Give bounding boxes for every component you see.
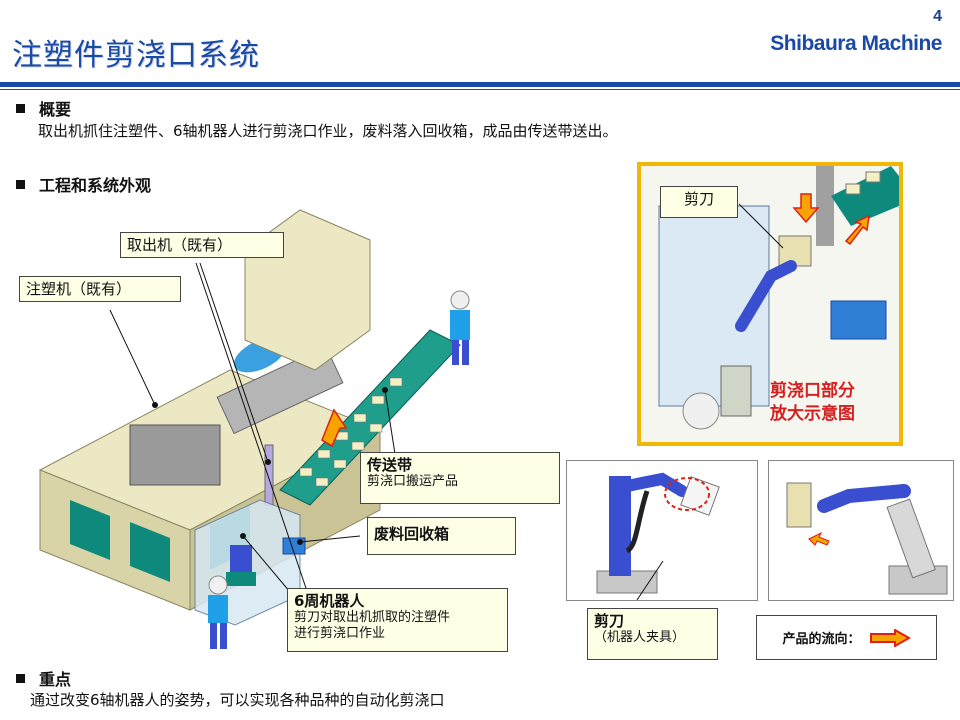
robot-body [230, 545, 252, 577]
system-illustration [38, 209, 470, 649]
callout-robot: 6周机器人 剪刀对取出机抓取的注塑件 进行剪浇口作业 [287, 588, 508, 652]
callout-scissors-tool-sub: （机器人夹具） [594, 630, 686, 645]
zoom-conveyor [831, 166, 899, 226]
overview-heading: 概要 [16, 96, 71, 120]
molded-part-right [786, 482, 812, 528]
robot-photo-left [566, 460, 758, 601]
flow-arrow-icon [869, 628, 911, 647]
machine-window-1 [70, 500, 110, 560]
takeout-arm [264, 444, 274, 506]
key-points-body: 通过改变6轴机器人的姿势，可以实现各种品种的自动化剪浇口 [30, 691, 445, 709]
operator-figure-left [208, 575, 228, 649]
zoom-down-arrow [792, 193, 820, 224]
robot-arm-right [817, 484, 911, 513]
robot-arm-left [621, 472, 688, 497]
bullet-square-icon [16, 180, 25, 189]
leader-dots [152, 387, 388, 545]
callout-conveyor-sub: 剪浇口搬运产品 [367, 474, 459, 489]
zoom-molded-part [778, 235, 812, 267]
process-heading-text: 工程和系统外观 [39, 176, 152, 195]
cut-arrow-icon [808, 531, 830, 546]
callout-scissors-tool: 剪刀 （机器人夹具） [587, 608, 718, 660]
zoom-control-panel [720, 365, 752, 417]
mold-unit [129, 424, 221, 486]
zoom-caption-line1: 剪浇口部分 [770, 381, 855, 401]
robot-column-right [886, 498, 936, 579]
zoom-scrap-bin [830, 300, 887, 340]
key-points-heading: 重点 [16, 666, 71, 690]
zoom-up-arrow [844, 214, 870, 246]
overview-body: 取出机抓住注塑件、6轴机器人进行剪浇口作业，废料落入回收箱，成品由传送带送出。 [38, 122, 618, 140]
robot-base [226, 572, 256, 586]
zoom-operator-head [682, 392, 720, 430]
title-rule [0, 82, 960, 87]
machine-window-2 [130, 522, 170, 582]
callout-scrap-bin: 废料回收箱 [367, 517, 516, 555]
robot-photo-right-drawing [769, 461, 953, 600]
flow-legend: 产品的流向： [756, 615, 937, 660]
callout-scissors-zoom: 剪刀 [660, 186, 738, 218]
robot-column-left [609, 476, 631, 576]
operator-figure-right [450, 290, 470, 365]
leader-lines [109, 262, 396, 601]
callout-conveyor: 传送带 剪浇口搬运产品 [360, 452, 560, 504]
conveyor-belt [279, 329, 461, 506]
page-title: 注塑件剪浇口系统 [12, 38, 260, 73]
scissors-highlight [664, 477, 710, 511]
robot-photo-left-drawing [567, 461, 757, 601]
bullet-square-icon [16, 674, 25, 683]
flow-legend-label: 产品的流向： [782, 632, 861, 647]
callout-scissors-tool-title: 剪刀 [594, 612, 625, 630]
zoom-caption: 剪浇口部分 放大示意图 [770, 380, 855, 426]
overview-heading-text: 概要 [39, 100, 72, 119]
zoom-robot-arm [735, 260, 797, 332]
product-flow-arrow [321, 408, 348, 448]
robot-cable-left [625, 490, 650, 554]
zoom-takeout-column [816, 166, 834, 246]
conveyor-products [299, 377, 403, 487]
callout-injection: 注塑机（既有） [19, 276, 181, 302]
robot-photo-right [768, 460, 954, 601]
title-rule-thin [0, 89, 960, 90]
callout-robot-sub-2: 进行剪浇口作业 [294, 625, 386, 641]
callout-conveyor-title: 传送带 [367, 456, 413, 474]
process-heading: 工程和系统外观 [16, 172, 151, 196]
callout-robot-sub-1: 剪刀对取出机抓取的注塑件 [294, 610, 451, 625]
key-points-heading-text: 重点 [39, 670, 72, 689]
scissors-tool-left [680, 476, 720, 516]
bullet-square-icon [16, 104, 25, 113]
callout-robot-title: 6周机器人 [294, 592, 365, 610]
brand-logo: Shibaura Machine [770, 32, 942, 55]
zoom-caption-line2: 放大示意图 [770, 403, 855, 424]
callout-scrap-bin-text: 废料回收箱 [374, 525, 450, 543]
callout-takeout: 取出机（既有） [120, 232, 284, 258]
page-number: 4 [933, 8, 942, 25]
